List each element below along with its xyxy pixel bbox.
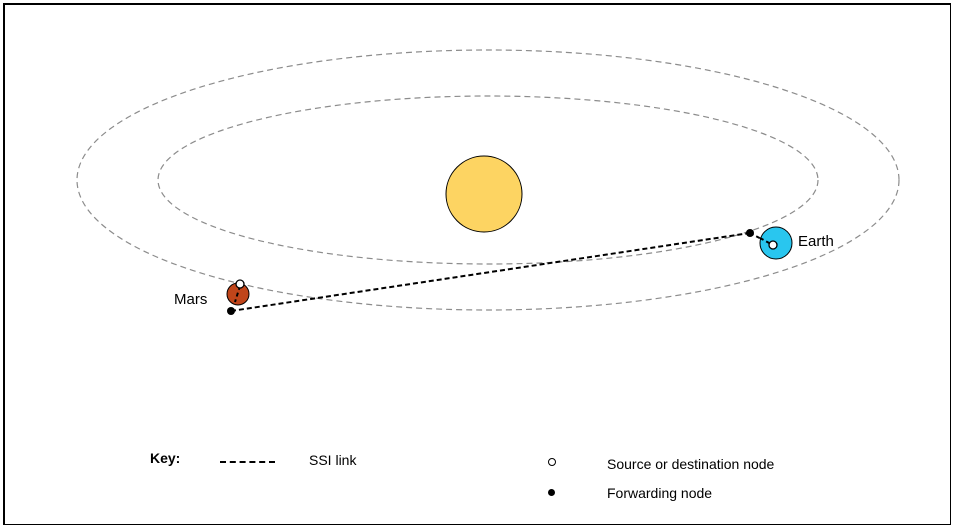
key-forwarding-node-label: Forwarding node bbox=[607, 485, 713, 501]
inner-orbit bbox=[157, 95, 819, 265]
key-ssi-link-sample bbox=[220, 461, 275, 463]
mars-local-link-overlay bbox=[234, 285, 241, 303]
earth-label: Earth bbox=[798, 233, 834, 250]
key-ssi-link-label: SSI link bbox=[309, 452, 357, 468]
key-source-node-label: Source or destination node bbox=[607, 456, 775, 472]
ssi-link bbox=[230, 232, 751, 312]
mars-source-node bbox=[235, 279, 245, 289]
key-forwarding-node-icon bbox=[548, 489, 555, 496]
mars-forwarding-node bbox=[227, 307, 235, 315]
sun bbox=[445, 155, 523, 233]
key-source-node-icon bbox=[548, 458, 556, 466]
diagram-frame bbox=[3, 3, 951, 525]
earth-destination-node bbox=[768, 240, 778, 250]
key-title: Key: bbox=[150, 450, 181, 466]
earth-forwarding-node bbox=[746, 229, 754, 237]
mars-label: Mars bbox=[174, 291, 208, 308]
outer-orbit bbox=[76, 49, 900, 311]
